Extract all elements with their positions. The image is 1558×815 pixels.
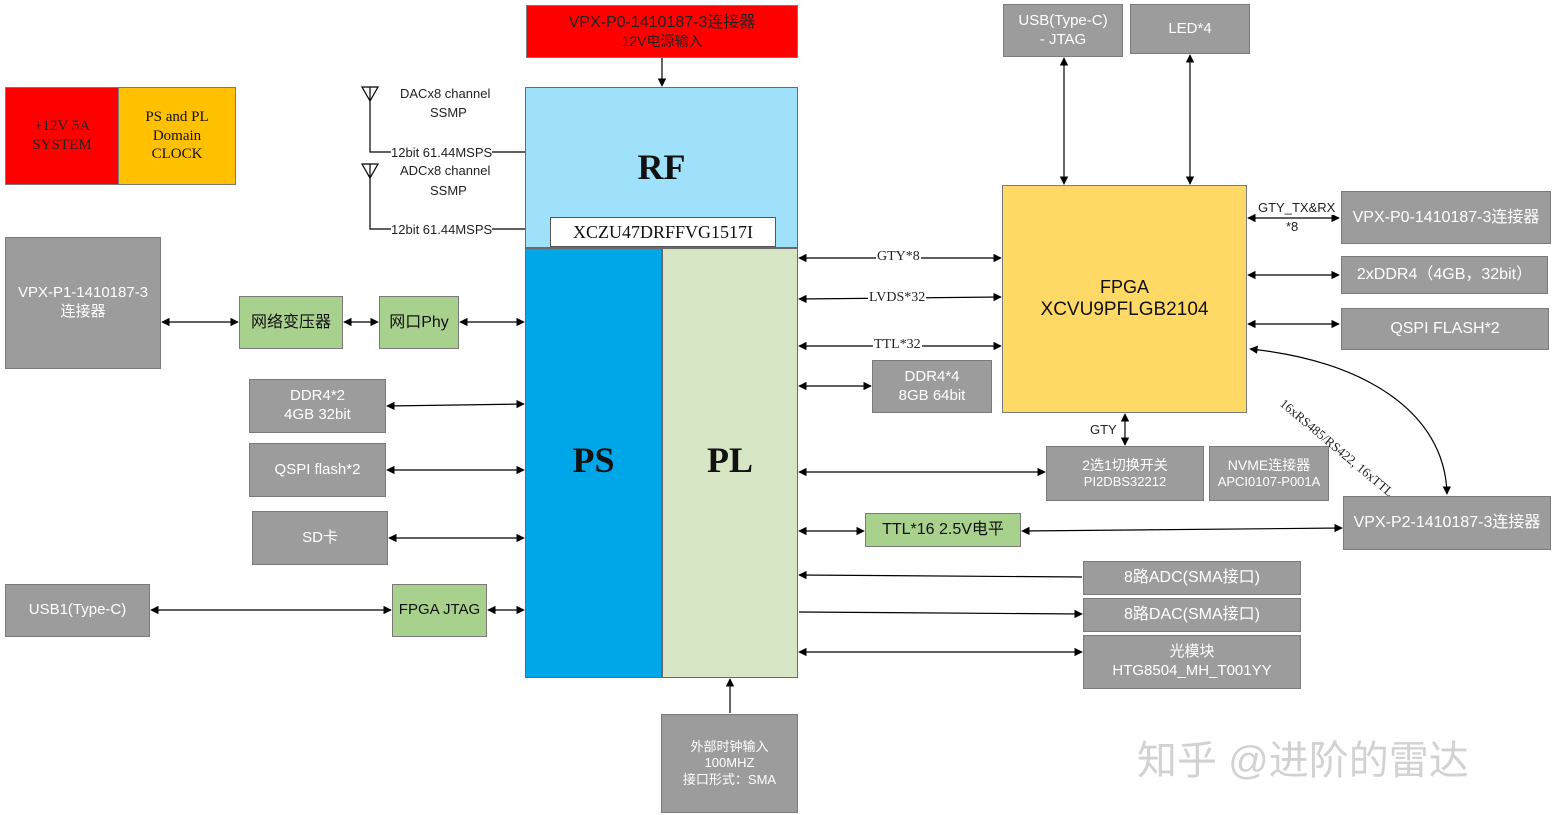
fpga-jtag: FPGA JTAG bbox=[392, 584, 487, 637]
clock-line1: PS and PL bbox=[145, 108, 209, 125]
power-line1: +12V 5A bbox=[33, 118, 91, 135]
clock-line3: CLOCK bbox=[151, 146, 203, 163]
led-indicators: LED*4 bbox=[1130, 4, 1250, 54]
watermark: 知乎 @进阶的雷达 bbox=[1137, 739, 1469, 783]
usb1-type-c: USB1(Type-C) bbox=[5, 584, 150, 637]
adc-rate-label: 12bit 61.44MSPS bbox=[391, 222, 493, 237]
pl-label: PL bbox=[706, 440, 753, 480]
gty-txrx-count-label: *8 bbox=[1286, 219, 1299, 234]
adc-ssmp-label: SSMP bbox=[430, 183, 467, 198]
adc-channel-label: ADCx8 channel bbox=[400, 163, 491, 178]
ddr-ps-link bbox=[386, 399, 525, 411]
ttl16-vpx-p2-link bbox=[1021, 523, 1343, 536]
ext-clock-line1: 外部时钟输入 bbox=[690, 739, 769, 755]
optical-line2: HTG8504_MH_T001YY bbox=[1112, 662, 1272, 679]
ethernet-phy: 网口Phy bbox=[379, 296, 459, 349]
adc8-sma: 8路ADC(SMA接口) bbox=[1083, 561, 1301, 595]
nvme-line2: APCI0107-P001A bbox=[1217, 474, 1321, 490]
ttl16-level: TTL*16 2.5V电平 bbox=[865, 513, 1021, 547]
fpga-ddr4: 2xDDR4（4GB，32bit） bbox=[1341, 256, 1548, 294]
sd-card: SD卡 bbox=[252, 511, 388, 565]
rf-label: RF bbox=[637, 147, 686, 187]
top-connector-line2: 12V电源输入 bbox=[621, 32, 703, 49]
rf-part-number: XCZU47DRFFVG1517I bbox=[550, 217, 776, 247]
pl-ddr4-line2: 8GB 64bit bbox=[898, 386, 966, 404]
vpx-p1-line2: 连接器 bbox=[60, 303, 106, 320]
pl-block: PL bbox=[662, 248, 798, 678]
ext-clock-line2: 100MHZ bbox=[704, 755, 755, 771]
pl-ddr4: DDR4*4 8GB 64bit bbox=[872, 360, 992, 413]
lvds-label: LVDS*32 bbox=[868, 290, 927, 306]
vpx-p1-line1: VPX-P1-1410187-3 bbox=[17, 284, 149, 302]
fpga-vpx-p2-curve bbox=[1249, 345, 1452, 495]
ps-block: PS bbox=[525, 248, 662, 678]
pl-dac8-arrow bbox=[798, 609, 1083, 619]
usb-jtag-line1: USB(Type-C) bbox=[1018, 11, 1108, 29]
ps-qspi-flash: QSPI flash*2 bbox=[249, 443, 386, 497]
gty-txrx-label: GTY_TX&RX bbox=[1258, 200, 1336, 215]
clock-line2: Domain bbox=[152, 127, 202, 144]
ps-ddr4: DDR4*2 4GB 32bit bbox=[249, 379, 386, 433]
fpga-qspi-flash: QSPI FLASH*2 bbox=[1341, 308, 1549, 350]
ps-ddr4-line2: 4GB 32bit bbox=[284, 406, 351, 423]
dac8-sma: 8路DAC(SMA接口) bbox=[1083, 598, 1301, 632]
usb-jtag-line2: - JTAG bbox=[1039, 30, 1087, 48]
top-connector-line1: VPX-P0-1410187-3连接器 bbox=[568, 13, 756, 31]
ext-clock-line3: 接口形式：SMA bbox=[682, 771, 777, 787]
mux-switch: 2选1切换开关 PI2DBS32212 bbox=[1046, 446, 1204, 501]
vpx-p1-connector: VPX-P1-1410187-3 连接器 bbox=[5, 237, 161, 369]
top-power-connector: VPX-P0-1410187-3连接器 12V电源输入 bbox=[526, 5, 798, 58]
external-clock-input: 外部时钟输入 100MHZ 接口形式：SMA bbox=[661, 714, 798, 813]
usb-type-c-jtag: USB(Type-C) - JTAG bbox=[1003, 4, 1123, 57]
network-transformer: 网络变压器 bbox=[239, 296, 343, 349]
switch-line1: 2选1切换开关 bbox=[1082, 456, 1168, 473]
gty-label: GTY bbox=[1090, 422, 1117, 437]
adc8-pl-arrow bbox=[798, 570, 1083, 580]
nvme-connector: NVME连接器 APCI0107-P001A bbox=[1209, 446, 1329, 501]
vpx-p2-connector: VPX-P2-1410187-3连接器 bbox=[1343, 496, 1551, 550]
fpga-part-number: XCVU9PFLGB2104 bbox=[1040, 299, 1209, 321]
power-system-box: +12V 5A SYSTEM bbox=[5, 87, 119, 185]
dac-channel-label: DACx8 channel bbox=[400, 86, 491, 101]
vpx-p0-connector-right: VPX-P0-1410187-3连接器 bbox=[1341, 191, 1551, 244]
optical-module: 光模块 HTG8504_MH_T001YY bbox=[1083, 635, 1301, 689]
clock-domain-box: PS and PL Domain CLOCK bbox=[118, 87, 236, 185]
nvme-line1: NVME连接器 bbox=[1227, 456, 1311, 473]
dac-ssmp-label: SSMP bbox=[430, 105, 467, 120]
optical-line1: 光模块 bbox=[1169, 643, 1215, 661]
ps-ddr4-line1: DDR4*2 bbox=[289, 387, 346, 405]
rf-block: RF XCZU47DRFFVG1517I bbox=[525, 87, 798, 248]
pl-ddr4-line1: DDR4*4 bbox=[904, 367, 960, 385]
gty8-label: GTY*8 bbox=[876, 249, 921, 265]
ttl32-label: TTL*32 bbox=[873, 337, 922, 353]
dac-rate-label: 12bit 61.44MSPS bbox=[391, 145, 493, 160]
switch-line2: PI2DBS32212 bbox=[1083, 474, 1167, 490]
power-line2: SYSTEM bbox=[32, 137, 92, 153]
fpga-line1: FPGA bbox=[1099, 276, 1149, 297]
ps-label: PS bbox=[572, 440, 615, 480]
fpga-block: FPGA XCVU9PFLGB2104 bbox=[1002, 185, 1247, 413]
